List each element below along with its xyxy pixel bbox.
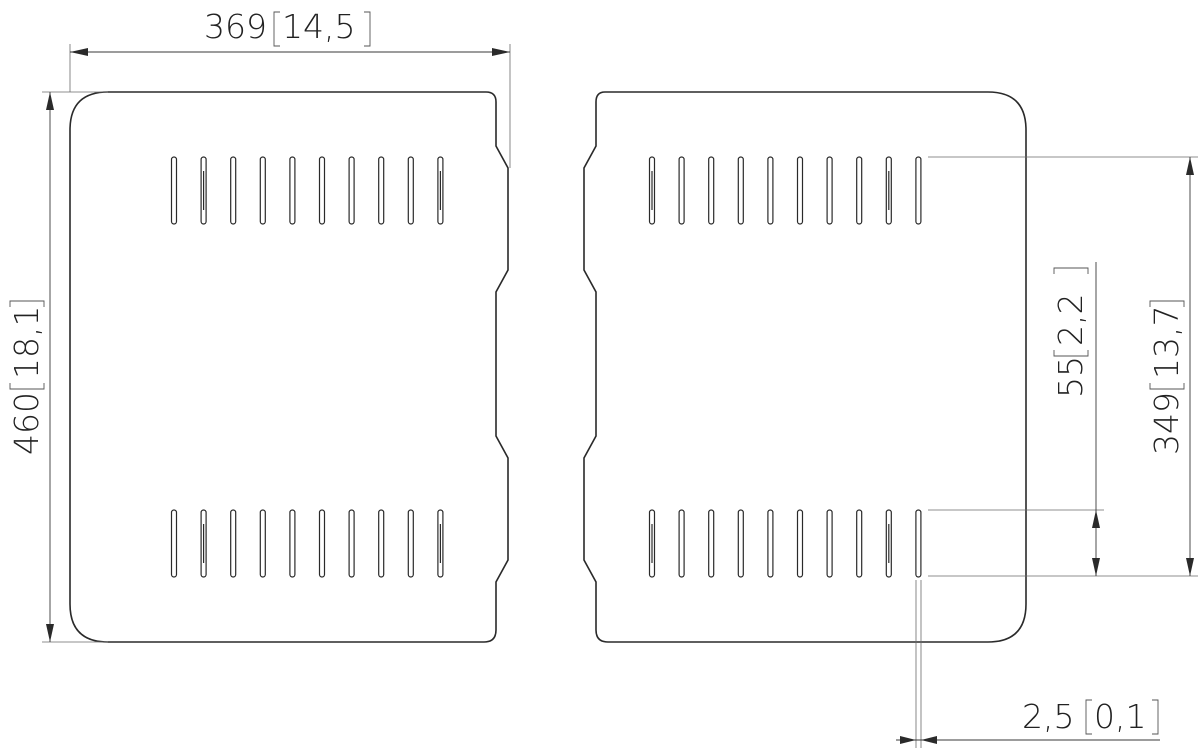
width-dimension: 369 14,5 — [69, 7, 511, 168]
slot — [856, 509, 863, 578]
slot — [796, 156, 804, 225]
slot — [437, 156, 444, 225]
slot — [737, 509, 744, 578]
slot — [289, 156, 296, 225]
slot — [826, 156, 833, 225]
slot — [826, 509, 833, 578]
slot — [915, 156, 922, 225]
right-slot-row-bottom — [648, 509, 922, 578]
slot — [407, 509, 414, 578]
slot — [678, 156, 685, 225]
slot — [737, 156, 744, 225]
slot — [259, 156, 266, 225]
slot-width-mm-label: 2,5 — [1022, 697, 1074, 736]
slot — [230, 156, 237, 225]
slot-length-mm-label: 55 — [1051, 356, 1090, 398]
slot — [708, 509, 715, 578]
height-mm-label: 460 — [7, 392, 46, 455]
slot-width-dimension: 2,5 0,1 — [896, 580, 1160, 748]
slot — [318, 509, 326, 578]
slot-span-mm-label: 349 — [1147, 392, 1186, 455]
left-plate — [69, 91, 509, 643]
slot — [767, 156, 774, 225]
slot — [437, 509, 444, 578]
height-dimension: 460 18,1 — [7, 91, 108, 643]
slot — [170, 156, 178, 225]
slot — [796, 509, 804, 578]
slot — [378, 156, 385, 225]
slot — [915, 509, 922, 578]
right-plate — [583, 91, 1027, 643]
slot-length-dimension: 55 2,2 — [928, 262, 1104, 576]
slot — [170, 509, 178, 578]
slot — [378, 509, 385, 578]
slot — [648, 509, 656, 578]
slot — [318, 156, 326, 225]
slot-width-inch-label: 0,1 — [1094, 697, 1146, 736]
slot — [259, 509, 266, 578]
slot — [678, 509, 685, 578]
slot — [348, 156, 355, 225]
slot — [289, 509, 296, 578]
left-slot-row-top — [170, 156, 444, 225]
width-inch-label: 14,5 — [282, 7, 355, 46]
slot — [648, 156, 656, 225]
slot — [348, 509, 355, 578]
width-mm-label: 369 — [204, 7, 267, 46]
slot — [767, 509, 774, 578]
height-inch-label: 18,1 — [7, 306, 46, 379]
slot-span-inch-label: 13,7 — [1147, 306, 1186, 379]
slot — [407, 156, 414, 225]
slot — [856, 156, 863, 225]
left-slot-row-bottom — [170, 509, 444, 578]
slot — [885, 156, 892, 225]
slot — [200, 156, 207, 225]
slot — [200, 509, 207, 578]
right-slot-row-top — [648, 156, 922, 225]
slot-length-inch-label: 2,2 — [1051, 294, 1090, 346]
slot — [708, 156, 715, 225]
slot-span-dimension: 349 13,7 — [928, 156, 1198, 577]
slot — [885, 509, 892, 578]
slot — [230, 509, 237, 578]
